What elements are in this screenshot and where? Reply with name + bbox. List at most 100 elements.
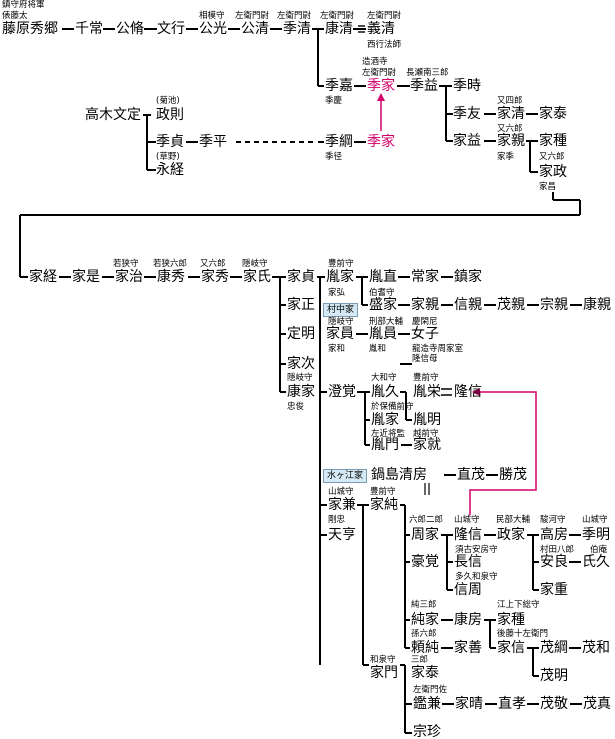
note-iehiro: 家弘: [328, 288, 346, 298]
person-kinkiyo: 公清: [241, 21, 269, 37]
person-ieharu: 家治: [115, 269, 143, 285]
person-suetoki: 季時: [453, 78, 481, 94]
note-wakasa2: 若狭六郎: [153, 259, 188, 269]
person-iehare: 家晴: [455, 696, 483, 712]
person-ietane: 家種: [539, 133, 567, 149]
person-naoei: 胤栄: [413, 384, 441, 400]
person-yasukiyo: 康清: [325, 21, 353, 37]
note-saemon2: 左衛門尉: [277, 11, 312, 21]
note-wakasa1: 若狭守: [113, 259, 139, 269]
person-takanobu2: 隆信: [454, 527, 482, 543]
person-sueeki: 季益: [410, 78, 438, 94]
person-ieyoshi: 家善: [454, 640, 482, 656]
note-edo: 江上下総守: [497, 600, 540, 610]
note-iemasa: 家昌: [539, 182, 557, 192]
label-mizugae: 水ヶ江家: [323, 469, 368, 483]
person-yasuie: 康家: [287, 384, 315, 400]
note-sumisaburo: 純三郎: [411, 600, 437, 610]
note-takanobu-haha: 隆信母: [412, 354, 438, 364]
note-matarokuro3: 又六郎: [200, 259, 226, 269]
person-sumikaku: 澄覚: [328, 384, 356, 400]
person-naganobu: 長信: [454, 554, 482, 570]
note-saemon-suke: 左衛門佐: [413, 685, 448, 695]
person-shigekazu: 茂和: [582, 640, 610, 656]
person-naotaka: 直孝: [498, 696, 526, 712]
note-tadatoshi: 忠俊: [287, 402, 305, 412]
person-suekazu: 季嘉: [325, 78, 353, 94]
person-kazuie: 家員: [326, 326, 354, 342]
person-moriie: 盛家: [369, 297, 397, 313]
note-yamashiro3: 山城守: [582, 515, 608, 525]
person-kinnari: 公脩: [116, 21, 144, 37]
note-goto: 後藤十左衛門: [497, 629, 549, 639]
person-iekane: 家兼: [328, 497, 356, 513]
person-sueie-highlight: 季家: [367, 78, 395, 94]
note-oki3: 隠岐守: [287, 373, 313, 383]
person-iemasa2: 家正: [287, 297, 315, 313]
note-chinju: 鎮守府将軍: [2, 0, 45, 10]
person-munechika: 宗親: [540, 297, 568, 313]
person-sumiie: 純家: [411, 612, 439, 628]
person-naoie: 胤家: [326, 269, 354, 285]
note-oki2: 隠岐守: [328, 317, 354, 327]
note-keikei: 季慶: [325, 96, 343, 106]
note-hakuan: 伯庵: [590, 545, 608, 555]
person-ieuji: 家氏: [243, 269, 271, 285]
person-naoshige: 直茂: [457, 467, 485, 483]
person-chitsune: 千常: [75, 21, 103, 37]
person-fumiyuki: 文行: [157, 21, 185, 37]
note-murata: 村田八郎: [540, 545, 575, 555]
note-nagase: 長瀬南三郎: [406, 68, 449, 78]
person-iechika2: 家親: [411, 297, 439, 313]
label-murakami: 村中家: [323, 303, 359, 317]
person-suehira: 季平: [199, 134, 227, 150]
person-iemasa: 家政: [539, 164, 567, 180]
person-ienobu: 家信: [497, 640, 525, 656]
person-nabeshima: 鍋島清房: [371, 467, 427, 483]
note-izumi: 和泉守: [370, 655, 396, 665]
note-suruga: 駿河守: [540, 515, 566, 525]
note-zozo: 造酒寺: [362, 57, 388, 67]
note-echizen: 越前守: [413, 429, 439, 439]
person-akikane: 鑑兼: [413, 696, 441, 712]
person-ieyasu: 家泰: [539, 106, 567, 122]
note-tota: 俵藤太: [2, 11, 28, 21]
note-magorokuro: 孫六郎: [411, 629, 437, 639]
note-buzen3: 豊前守: [370, 487, 396, 497]
note-naowa: 胤和: [369, 344, 387, 354]
note-sakon: 左近将監: [371, 429, 406, 439]
person-iekore: 家是: [72, 269, 100, 285]
person-takagi: 高木文定: [85, 107, 141, 123]
person-hidesato: 藤原秀郷: [2, 21, 58, 37]
note-iewa: 家和: [328, 344, 346, 354]
person-yasufusa: 康房: [454, 612, 482, 628]
person-tenko: 天亨: [328, 527, 356, 543]
person-iekado: 家門: [370, 665, 398, 681]
person-ietsune: 家経: [29, 269, 57, 285]
note-minbu: 民部大輔: [496, 515, 531, 525]
person-ieeki: 家益: [453, 133, 481, 149]
person-iekiyo: 家清: [497, 106, 525, 122]
note-rokuro: 六郎二郎: [409, 515, 444, 525]
note-matarokuro2: 又六郎: [539, 152, 565, 162]
person-shigetsuna: 茂綱: [540, 640, 568, 656]
person-katsushige: 勝茂: [499, 467, 527, 483]
person-iehide2: 家就: [413, 437, 441, 453]
person-yasuyoshi: 安良: [540, 554, 568, 570]
note-goshin: 剛忠: [328, 515, 346, 525]
note-buzen2: 豊前守: [413, 373, 439, 383]
person-suekiyo: 季清: [283, 21, 311, 37]
person-goukaku: 豪覚: [411, 554, 439, 570]
person-ietane2: 家種: [497, 612, 525, 628]
note-iesue: 家季: [497, 152, 515, 162]
person-shizuie: 鎮家: [454, 269, 482, 285]
person-tsuneie: 常家: [411, 269, 439, 285]
note-saemon3: 左衛門尉: [320, 11, 355, 21]
person-soochin: 宗珍: [413, 724, 441, 739]
person-naokado: 胤門: [371, 437, 399, 453]
person-yasuchika: 康親: [583, 297, 611, 313]
note-oki1: 隠岐守: [242, 259, 268, 269]
person-iesada: 家貞: [287, 269, 315, 285]
person-takanobu: 隆信: [454, 384, 482, 400]
